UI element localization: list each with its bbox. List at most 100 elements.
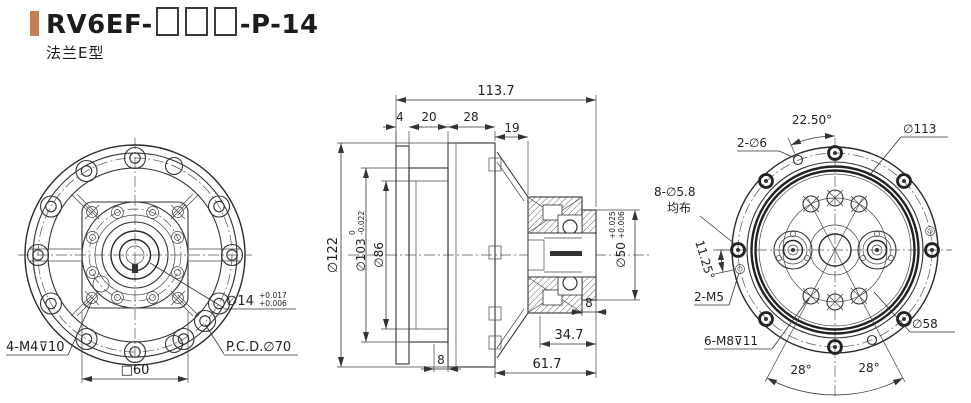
back-view: 22.50° 2-∅6 ∅113 8-∅5.8 均布 1 — [654, 113, 955, 396]
angle-left-label: 11.25° — [692, 238, 717, 281]
dim-bore-dia: ∅86 — [372, 180, 409, 330]
rear-length-label: 61.7 — [533, 357, 562, 372]
square-size-label: □60 — [121, 363, 150, 378]
dim-step-right: 8 — [571, 296, 607, 316]
spokes — [29, 193, 241, 317]
end-cap-upper — [581, 209, 597, 234]
cone-length-label: 19 — [504, 121, 519, 135]
shaft-tol-upper: +0.017 — [259, 291, 287, 300]
bolt-distribution-label: 均布 — [667, 201, 691, 215]
m8-hole — [802, 287, 820, 305]
pin-hole — [164, 156, 184, 176]
bearing-ball — [562, 219, 578, 235]
angle-bottom-right-label: 28° — [858, 361, 879, 375]
output-tol-upper: +0.025 — [608, 211, 617, 239]
m5-hole — [925, 226, 935, 236]
header: RV6EF- -P-14 法兰E型 — [30, 6, 319, 63]
dim-bolt-circle: ∅113 — [868, 122, 948, 177]
step-left-label: 8 — [437, 353, 445, 367]
section-view: 113.7 4 20 28 19 — [326, 84, 650, 378]
model-suffix: -P-14 — [239, 9, 319, 40]
keyway-slot — [132, 264, 138, 273]
center-bore — [809, 224, 861, 276]
dim-output-taps: 6-M8⊽11 — [704, 297, 810, 350]
body-tab — [488, 245, 502, 260]
body-length-label: 28 — [463, 110, 478, 124]
dim-bolt-holes: 8-∅5.8 均布 — [654, 185, 737, 246]
bearing-ball — [562, 275, 578, 291]
model-placeholder-box — [155, 6, 179, 36]
m8-hole — [850, 195, 868, 213]
pilot-dia-label: ∅103 — [354, 238, 368, 271]
rear-bolt-holes — [730, 145, 940, 355]
output-length-label: 34.7 — [555, 328, 584, 343]
pin-hole — [164, 334, 184, 354]
main-body — [447, 142, 496, 368]
angle-top-label: 22.50° — [792, 113, 832, 127]
page-title: RV6EF- -P-14 — [46, 6, 319, 40]
dim-tap-circle: ∅58 — [873, 291, 955, 333]
front-view: 4-M4⊽10 □60 ∅14 +0.017 +0.006 P.C. — [6, 138, 298, 383]
thread-callout-label: 4-M4⊽10 — [6, 340, 65, 355]
tap-holes-label: 2-M5 — [694, 290, 724, 304]
output-taps-label: 6-M8⊽11 — [704, 334, 758, 348]
m8-hole — [850, 287, 868, 305]
bolt-circle-label: ∅113 — [903, 122, 936, 136]
dim-pin-holes: 2-∅6 — [737, 136, 796, 159]
output-dia-label: ∅50 — [614, 242, 628, 268]
input-gear-port-left — [773, 230, 813, 270]
key-slot — [550, 251, 582, 256]
cone-section — [496, 151, 529, 359]
output-tol-lower: +0.006 — [617, 211, 626, 239]
dim-output-length: 34.7 — [539, 316, 596, 348]
m8-hole — [802, 195, 820, 213]
dim-body-dia: ∅122 — [326, 142, 448, 368]
front-hub-rings — [81, 201, 189, 309]
dim-thread-callout: 4-M4⊽10 — [6, 300, 93, 356]
perimeter-bolt-holes — [26, 146, 244, 364]
model-placeholder-box — [184, 6, 208, 36]
title-row: RV6EF- -P-14 — [30, 6, 319, 40]
dim-step-left: 8 — [421, 344, 461, 372]
bore-dia-label: ∅86 — [372, 242, 386, 268]
dim-angle-left: 11.25° — [692, 238, 734, 281]
body-tab — [488, 157, 502, 172]
dim-shaft-bore: ∅14 +0.017 +0.006 — [149, 262, 296, 310]
pilot-tol-lower: -0.022 — [357, 211, 366, 235]
flange-thickness-label: 4 — [396, 110, 404, 124]
model-prefix: RV6EF- — [46, 9, 153, 40]
m8-hole — [826, 189, 844, 207]
dim-angle-bottom: 28° 28° — [766, 360, 904, 396]
step-right-label: 8 — [585, 296, 593, 310]
dim-overall-length: 113.7 — [395, 84, 597, 207]
tap-circle-label: ∅58 — [912, 317, 938, 331]
angle-bottom-left-label: 28° — [790, 363, 811, 377]
model-placeholder-box — [213, 6, 237, 36]
body-dia-label: ∅122 — [326, 237, 341, 273]
dim-top-segments: 4 20 28 19 — [383, 110, 529, 195]
dim-angle-top: 22.50° — [787, 113, 836, 155]
m4-tapped-holes — [84, 204, 186, 306]
bolt-holes-label: 8-∅5.8 — [654, 185, 696, 199]
output-bearing-assembly — [527, 196, 597, 314]
m8-hole — [826, 293, 844, 311]
pcd-bolt-holes — [86, 206, 184, 304]
spacer-length-label: 20 — [421, 110, 436, 124]
pin-holes-label: 2-∅6 — [737, 136, 767, 150]
pin-hole — [792, 154, 804, 166]
pilot-tol-upper: 0 — [348, 230, 357, 235]
m5-hole — [735, 264, 745, 274]
input-gear-port-right — [857, 230, 897, 270]
dim-pcd: P.C.D.∅70 — [204, 323, 298, 356]
subtitle: 法兰E型 — [46, 44, 105, 62]
shaft-tol-lower: +0.006 — [259, 299, 287, 308]
dim-square-size: □60 — [81, 312, 189, 383]
dim-output-dia: ∅50 +0.025 +0.006 — [596, 209, 640, 301]
body-tab — [488, 306, 502, 321]
dim-pilot-dia: ∅103 0 -0.022 — [348, 167, 409, 343]
shaft-dia-label: ∅14 — [226, 294, 254, 309]
pcd-label: P.C.D.∅70 — [226, 340, 291, 355]
accent-bar — [30, 10, 39, 36]
